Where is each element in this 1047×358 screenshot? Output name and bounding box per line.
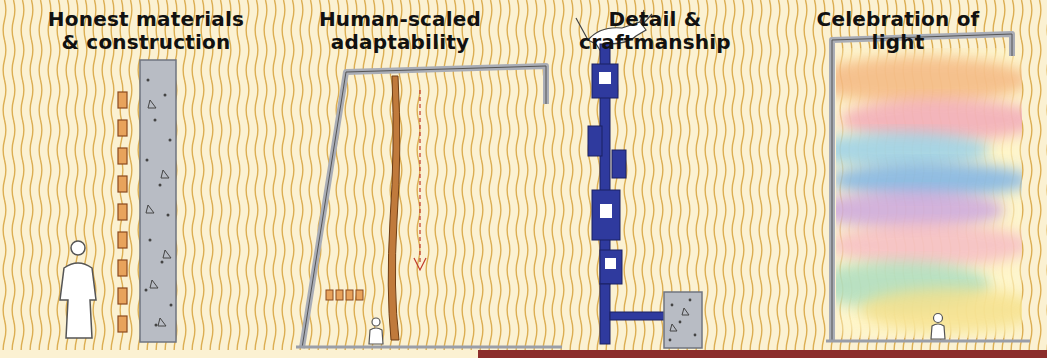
- light-wash: [836, 50, 1022, 336]
- arrow-head: [414, 258, 426, 270]
- concrete-pillar: [140, 60, 176, 342]
- movement-arrow: [419, 90, 420, 264]
- section-heading: Human-scaled adaptability: [290, 8, 510, 54]
- frame-structure: [302, 66, 546, 348]
- concrete-aggregate: [145, 79, 173, 327]
- frame-structure: [832, 34, 1012, 342]
- small-person: [931, 314, 945, 340]
- section-heading: Celebration of light: [788, 8, 1008, 54]
- person-figure: [60, 241, 96, 338]
- floor-line: [296, 346, 562, 349]
- frame-outline: [302, 66, 546, 348]
- timber-blocks: [118, 92, 127, 332]
- concrete-footing: [664, 292, 702, 348]
- section-heading: Honest materials & construction: [36, 8, 256, 54]
- section-heading: Detail & craftmanship: [545, 8, 765, 54]
- wavy-line-texture: [0, 0, 1047, 350]
- small-person: [369, 318, 383, 344]
- footer-bar: [478, 350, 1047, 358]
- hanging-screen: [388, 76, 400, 340]
- steel-openings: [599, 72, 616, 269]
- timber-bench: [326, 290, 363, 300]
- footing-aggregate: [669, 299, 697, 342]
- steel-column: [588, 44, 666, 344]
- frame-outline: [832, 34, 1012, 342]
- floor-line: [826, 340, 1030, 343]
